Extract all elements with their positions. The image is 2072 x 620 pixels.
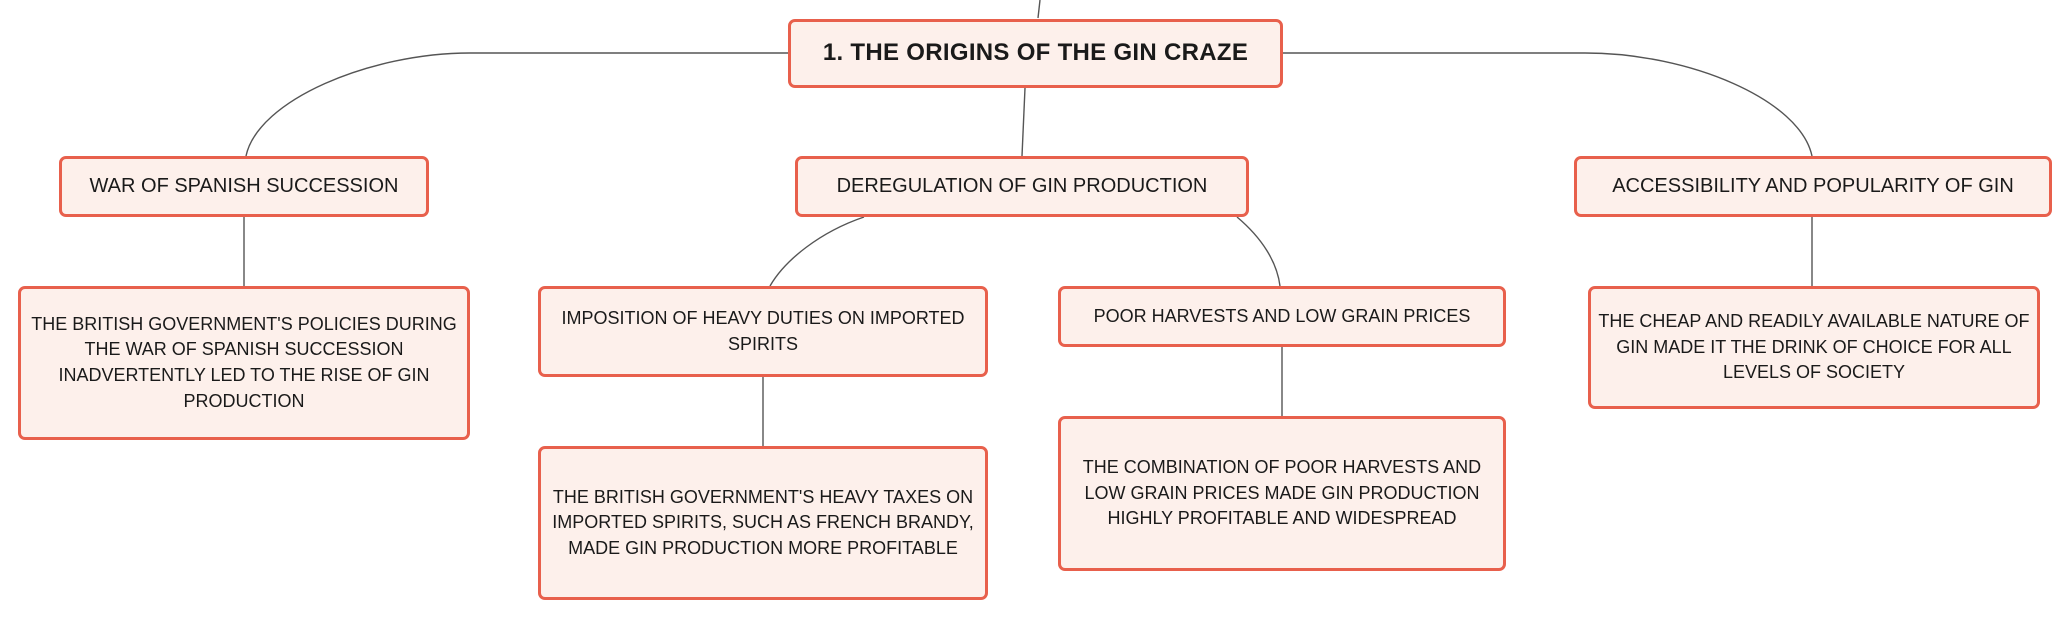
subtopic-label: POOR HARVESTS AND LOW GRAIN PRICES (1093, 305, 1471, 326)
connector-root-to-accessibility (1283, 52, 1813, 157)
connector-deregulation-to-harvests (1236, 216, 1281, 287)
subtopic-war-policies[interactable]: THE BRITISH GOVERNMENT'S POLICIES DURING… (18, 286, 470, 440)
connector-root-to-war (245, 52, 788, 157)
connector-parent-to-root (1037, 0, 1041, 19)
subtopic-label: THE CHEAP AND READILY AVAILABLE NATURE O… (1598, 311, 2030, 383)
topic-label: WAR OF SPANISH SUCCESSION (89, 175, 399, 198)
subtopic-cheap-gin[interactable]: THE CHEAP AND READILY AVAILABLE NATURE O… (1588, 286, 2040, 409)
detail-label: THE BRITISH GOVERNMENT'S HEAVY TAXES ON … (552, 486, 974, 558)
connector-deregulation-to-duties (769, 216, 865, 287)
topic-deregulation-of-gin-production[interactable]: DEREGULATION OF GIN PRODUCTION (795, 156, 1249, 217)
connector-root-to-deregulation (1021, 87, 1026, 157)
detail-heavy-taxes[interactable]: THE BRITISH GOVERNMENT'S HEAVY TAXES ON … (538, 446, 988, 600)
topic-accessibility-and-popularity[interactable]: ACCESSIBILITY AND POPULARITY OF GIN (1574, 156, 2052, 217)
subtopic-poor-harvests[interactable]: POOR HARVESTS AND LOW GRAIN PRICES (1058, 286, 1506, 347)
detail-label: THE COMBINATION OF POOR HARVESTS AND LOW… (1082, 457, 1482, 529)
root-topic[interactable]: 1. THE ORIGINS OF THE GIN CRAZE (788, 19, 1283, 88)
subtopic-label: THE BRITISH GOVERNMENT'S POLICIES DURING… (31, 313, 457, 411)
topic-war-of-spanish-succession[interactable]: WAR OF SPANISH SUCCESSION (59, 156, 429, 217)
detail-harvest-combination[interactable]: THE COMBINATION OF POOR HARVESTS AND LOW… (1058, 416, 1506, 571)
topic-label: ACCESSIBILITY AND POPULARITY OF GIN (1612, 175, 2014, 198)
subtopic-heavy-duties[interactable]: IMPOSITION OF HEAVY DUTIES ON IMPORTED S… (538, 286, 988, 377)
root-topic-label: 1. THE ORIGINS OF THE GIN CRAZE (822, 39, 1249, 67)
topic-label: DEREGULATION OF GIN PRODUCTION (836, 175, 1208, 198)
subtopic-label: IMPOSITION OF HEAVY DUTIES ON IMPORTED S… (561, 307, 965, 354)
